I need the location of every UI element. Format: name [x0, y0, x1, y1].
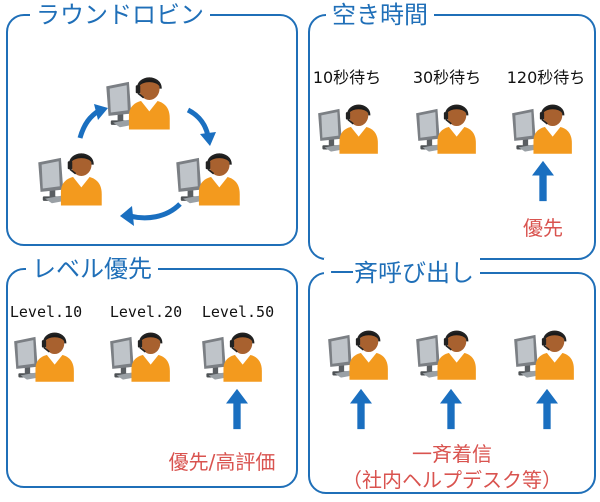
headset-operator-icon [510, 94, 574, 158]
up-arrow-icon [532, 160, 554, 202]
round-robin-title: ラウンドロビン [30, 0, 210, 30]
round-robin-panel: ラウンドロビン [6, 0, 298, 246]
simultaneous-call-note: 一斉着信 [412, 442, 492, 466]
level-20-label: Level.20 [109, 303, 183, 321]
level-priority-title: レベル優先 [26, 254, 158, 284]
up-arrow-icon [350, 388, 372, 430]
headset-operator-icon [512, 320, 576, 384]
headset-operator-icon [12, 322, 76, 386]
simultaneous-panel: 一斉呼び出し [308, 258, 596, 494]
curved-arrow-icon [186, 107, 216, 146]
headset-operator-icon [108, 322, 172, 386]
simultaneous-title: 一斉呼び出し [324, 258, 480, 288]
idle-time-title: 空き時間 [326, 0, 434, 30]
up-arrow-icon [440, 388, 462, 430]
curved-arrow-icon [120, 202, 182, 226]
headset-operator-icon [414, 94, 478, 158]
headset-operator-icon [200, 322, 264, 386]
level-10-label: Level.10 [9, 303, 83, 321]
priority-note: 優先 [523, 216, 563, 240]
wait-120s-label: 120秒待ち [506, 68, 586, 87]
priority-high-rating-note: 優先/高評価 [168, 450, 276, 474]
wait-30s-label: 30秒待ち [412, 68, 482, 87]
headset-operator-icon [316, 94, 380, 158]
headset-operator-icon [414, 320, 478, 384]
helpdesk-note: （社内ヘルプデスク等） [342, 468, 562, 492]
up-arrow-icon [226, 388, 248, 430]
curved-arrow-icon [77, 104, 108, 139]
level-50-label: Level.50 [201, 303, 275, 321]
wait-10s-label: 10秒待ち [312, 68, 382, 87]
headset-operator-icon [326, 320, 390, 384]
up-arrow-icon [536, 388, 558, 430]
